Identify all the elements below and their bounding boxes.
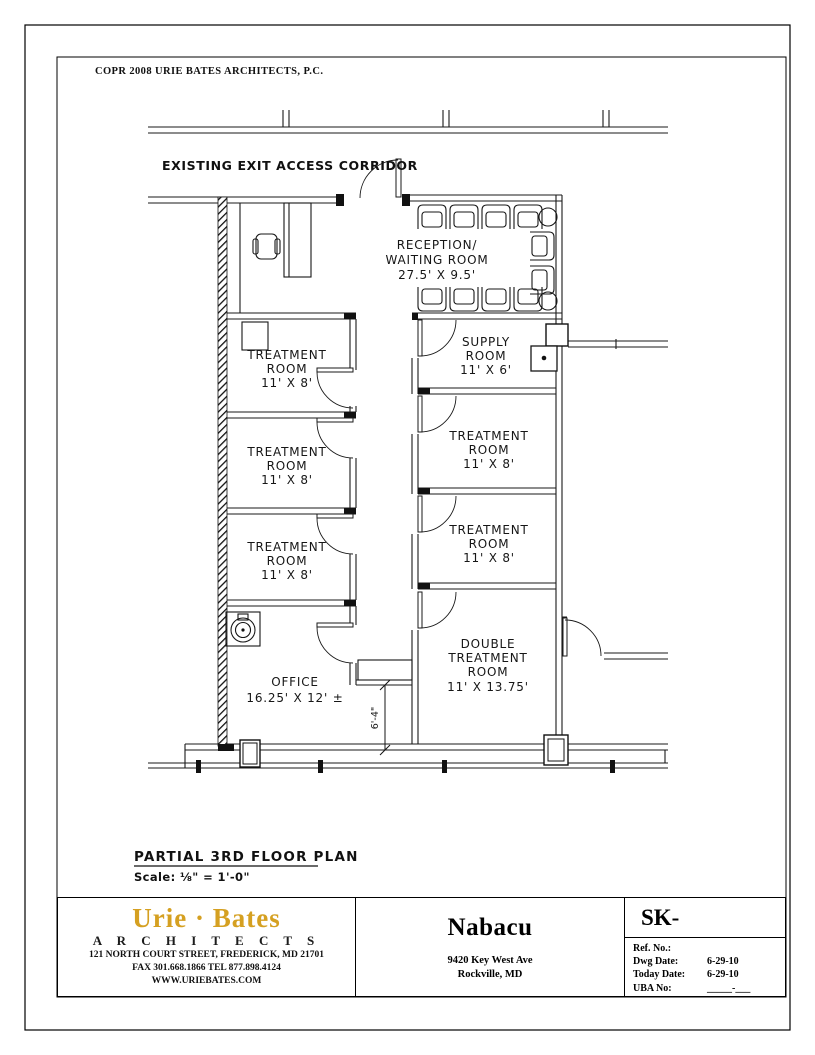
uba-no-label: UBA No: — [633, 982, 672, 994]
office-sink — [225, 611, 261, 647]
svg-text:11' X 8': 11' X 8' — [463, 551, 515, 565]
svg-text:11' X 8': 11' X 8' — [261, 376, 313, 390]
ref-no-row: Ref. No.: — [633, 942, 779, 955]
svg-text:TREATMENT: TREATMENT — [448, 429, 528, 443]
svg-text:ROOM: ROOM — [267, 362, 308, 376]
corridor-label: EXISTING EXIT ACCESS CORRIDOR — [162, 158, 418, 173]
firm-address: 121 NORTH COURT STREET, FREDERICK, MD 21… — [89, 950, 324, 960]
firm-name: Urie · Bates — [132, 903, 281, 933]
today-date-label: Today Date: — [633, 969, 686, 981]
sheet-info-rows: Ref. No.: Dwg Date: 6-29-10 Today Date: … — [625, 938, 785, 995]
dwg-date-value: 6-29-10 — [707, 956, 739, 968]
svg-text:ROOM: ROOM — [267, 459, 308, 473]
copyright-notice: COPR 2008 URIE BATES ARCHITECTS, P.C. — [95, 66, 324, 77]
client-panel: Nabacu 9420 Key West Ave Rockville, MD — [356, 898, 625, 996]
firm-phones: FAX 301.668.1866 TEL 877.898.4124 — [132, 962, 281, 973]
svg-text:DOUBLE: DOUBLE — [461, 637, 516, 651]
svg-text:TREATMENT: TREATMENT — [246, 540, 326, 554]
svg-text:RECEPTION/: RECEPTION/ — [397, 238, 478, 252]
svg-text:TREATMENT: TREATMENT — [246, 348, 326, 362]
room-label-supply: SUPPLY ROOM 11' X 6' — [460, 335, 512, 377]
uba-no-row: UBA No: _____-___ — [633, 982, 779, 995]
waiting-chairs — [417, 204, 558, 312]
dwg-date-row: Dwg Date: 6-29-10 — [633, 955, 779, 968]
svg-text:11' X 6': 11' X 6' — [460, 363, 512, 377]
svg-text:TREATMENT: TREATMENT — [246, 445, 326, 459]
ref-no-label: Ref. No.: — [633, 943, 672, 954]
svg-text:ROOM: ROOM — [469, 537, 510, 551]
room-label-double-treatment: DOUBLE TREATMENT ROOM 11' X 13.75' — [447, 637, 529, 694]
svg-text:11' X 8': 11' X 8' — [463, 457, 515, 471]
uba-no-value: _____-___ — [707, 982, 751, 994]
dwg-date-label: Dwg Date: — [633, 956, 679, 968]
svg-text:OFFICE: OFFICE — [271, 675, 319, 689]
door-leaves — [316, 158, 568, 657]
today-date-row: Today Date: 6-29-10 — [633, 968, 779, 981]
svg-text:TREATMENT: TREATMENT — [447, 651, 527, 665]
svg-text:27.5' X 9.5': 27.5' X 9.5' — [398, 268, 476, 282]
cabinet — [241, 321, 269, 351]
sheet-panel: SK- Ref. No.: Dwg Date: 6-29-10 Today Da… — [625, 898, 785, 996]
side-table — [538, 291, 558, 311]
supply-fixture — [530, 345, 558, 372]
wall-jambs-and-columns — [196, 194, 615, 773]
room-label-office: OFFICE 16.25' X 12' ± — [246, 675, 343, 705]
room-label-treatment-left-1: TREATMENT ROOM 11' X 8' — [246, 348, 326, 390]
svg-text:ROOM: ROOM — [469, 443, 510, 457]
side-table — [538, 207, 558, 227]
client-name: Nabacu — [447, 914, 533, 941]
svg-text:WAITING ROOM: WAITING ROOM — [385, 253, 488, 267]
svg-text:ROOM: ROOM — [468, 665, 509, 679]
svg-text:11' X 8': 11' X 8' — [261, 568, 313, 582]
sheet-number: SK- — [625, 898, 785, 938]
svg-text:ROOM: ROOM — [267, 554, 308, 568]
room-label-treatment-right-2: TREATMENT ROOM 11' X 8' — [448, 523, 528, 565]
client-address-1: 9420 Key West Ave — [447, 955, 533, 966]
door-swings — [316, 159, 602, 664]
firm-website: WWW.URIEBATES.COM — [151, 975, 262, 986]
svg-text:16.25' X 12' ±: 16.25' X 12' ± — [246, 691, 343, 705]
title-block: Urie · Bates A R C H I T E C T S 121 NOR… — [57, 897, 786, 997]
plan-walls — [148, 110, 668, 769]
plan-labels: EXISTING EXIT ACCESS CORRIDOR RECEPTION/… — [162, 158, 529, 705]
hatched-existing-wall — [217, 196, 228, 747]
svg-text:11' X 8': 11' X 8' — [261, 473, 313, 487]
client-address-2: Rockville, MD — [457, 968, 523, 980]
corridor-counter — [357, 659, 413, 681]
svg-text:TREATMENT: TREATMENT — [448, 523, 528, 537]
dimension-text: 6'-4" — [370, 707, 381, 730]
svg-text:11' X 13.75': 11' X 13.75' — [447, 680, 529, 694]
architect-panel: Urie · Bates A R C H I T E C T S 121 NOR… — [58, 898, 356, 996]
svg-text:ROOM: ROOM — [466, 349, 507, 363]
svg-text:SUPPLY: SUPPLY — [462, 335, 510, 349]
dimension-6-4: 6'-4" — [370, 679, 391, 756]
reception-desk — [252, 202, 312, 278]
furniture — [225, 202, 558, 681]
doors — [316, 158, 602, 664]
room-label-reception: RECEPTION/ WAITING ROOM 27.5' X 9.5' — [385, 238, 488, 282]
room-label-treatment-left-3: TREATMENT ROOM 11' X 8' — [246, 540, 326, 582]
room-label-treatment-right-1: TREATMENT ROOM 11' X 8' — [448, 429, 528, 471]
sheet-border — [24, 24, 791, 1031]
firm-subtitle: A R C H I T E C T S — [92, 933, 321, 948]
room-label-treatment-left-2: TREATMENT ROOM 11' X 8' — [246, 445, 326, 487]
plan-title-group: PARTIAL 3RD FLOOR PLAN Scale: ⅛" = 1'-0" — [134, 849, 359, 884]
plan-title: PARTIAL 3RD FLOOR PLAN — [134, 849, 359, 865]
plan-scale: Scale: ⅛" = 1'-0" — [134, 870, 250, 884]
today-date-value: 6-29-10 — [707, 969, 739, 981]
